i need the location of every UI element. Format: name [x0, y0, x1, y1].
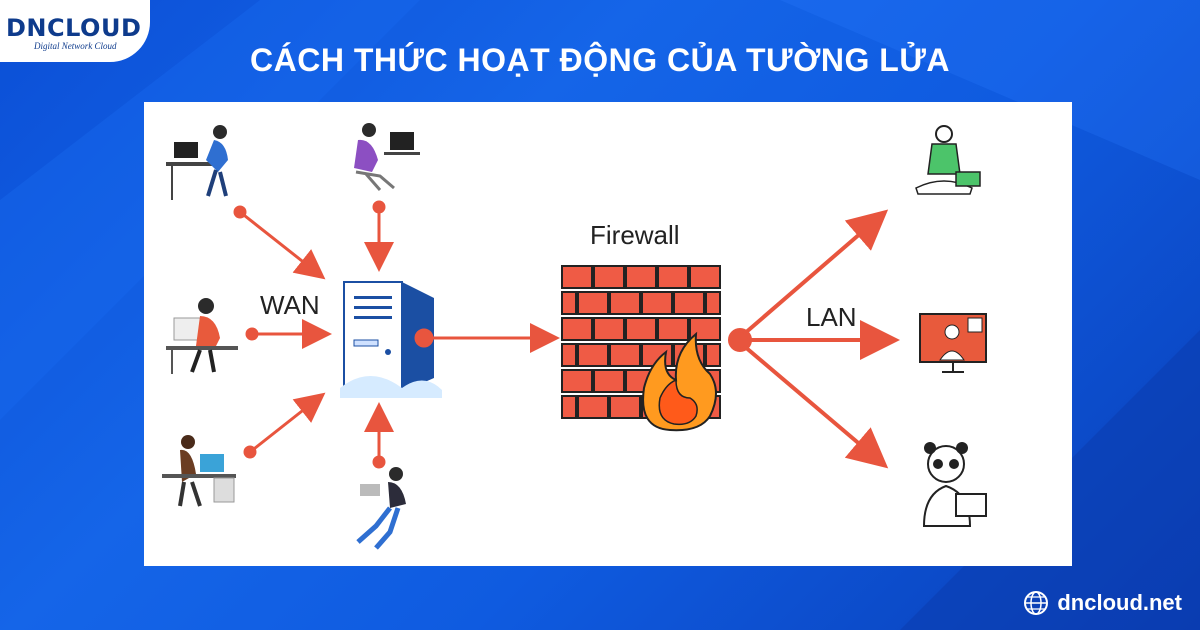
website-badge[interactable]: dncloud.net	[1023, 590, 1182, 616]
diagram-panel: WAN Firewall LAN	[144, 102, 1072, 566]
lan-user-laptop-icon	[915, 125, 981, 195]
logo-tagline: Digital Network Cloud	[34, 41, 117, 51]
wan-user-headset-icon	[354, 123, 420, 191]
wan-label: WAN	[260, 290, 320, 320]
server-icon	[340, 281, 442, 398]
firewall-label: Firewall	[590, 220, 680, 250]
server-to-firewall-arrow	[414, 323, 560, 353]
logo-text: DNCLOUD	[6, 14, 142, 42]
globe-icon	[1024, 591, 1049, 615]
page-title: CÁCH THỨC HOẠT ĐỘNG CỦA TƯỜNG LỬA	[250, 42, 950, 78]
diagram-canvas	[162, 123, 987, 550]
lan-user-panda-icon	[922, 442, 987, 527]
fire-icon	[642, 331, 717, 432]
wan-user-desktop-icon	[166, 125, 228, 200]
website-text: dncloud.net	[1057, 590, 1182, 615]
wan-user-laptop-icon	[356, 467, 406, 550]
wan-arrows	[233, 200, 394, 469]
lan-label: LAN	[806, 302, 857, 332]
wan-user-woman-icon	[162, 435, 236, 507]
lan-arrows	[728, 209, 900, 469]
logo: DNCLOUD Digital Network Cloud	[0, 0, 150, 62]
wan-user-glasses-icon	[166, 298, 238, 374]
lan-video-call-icon	[919, 313, 987, 373]
